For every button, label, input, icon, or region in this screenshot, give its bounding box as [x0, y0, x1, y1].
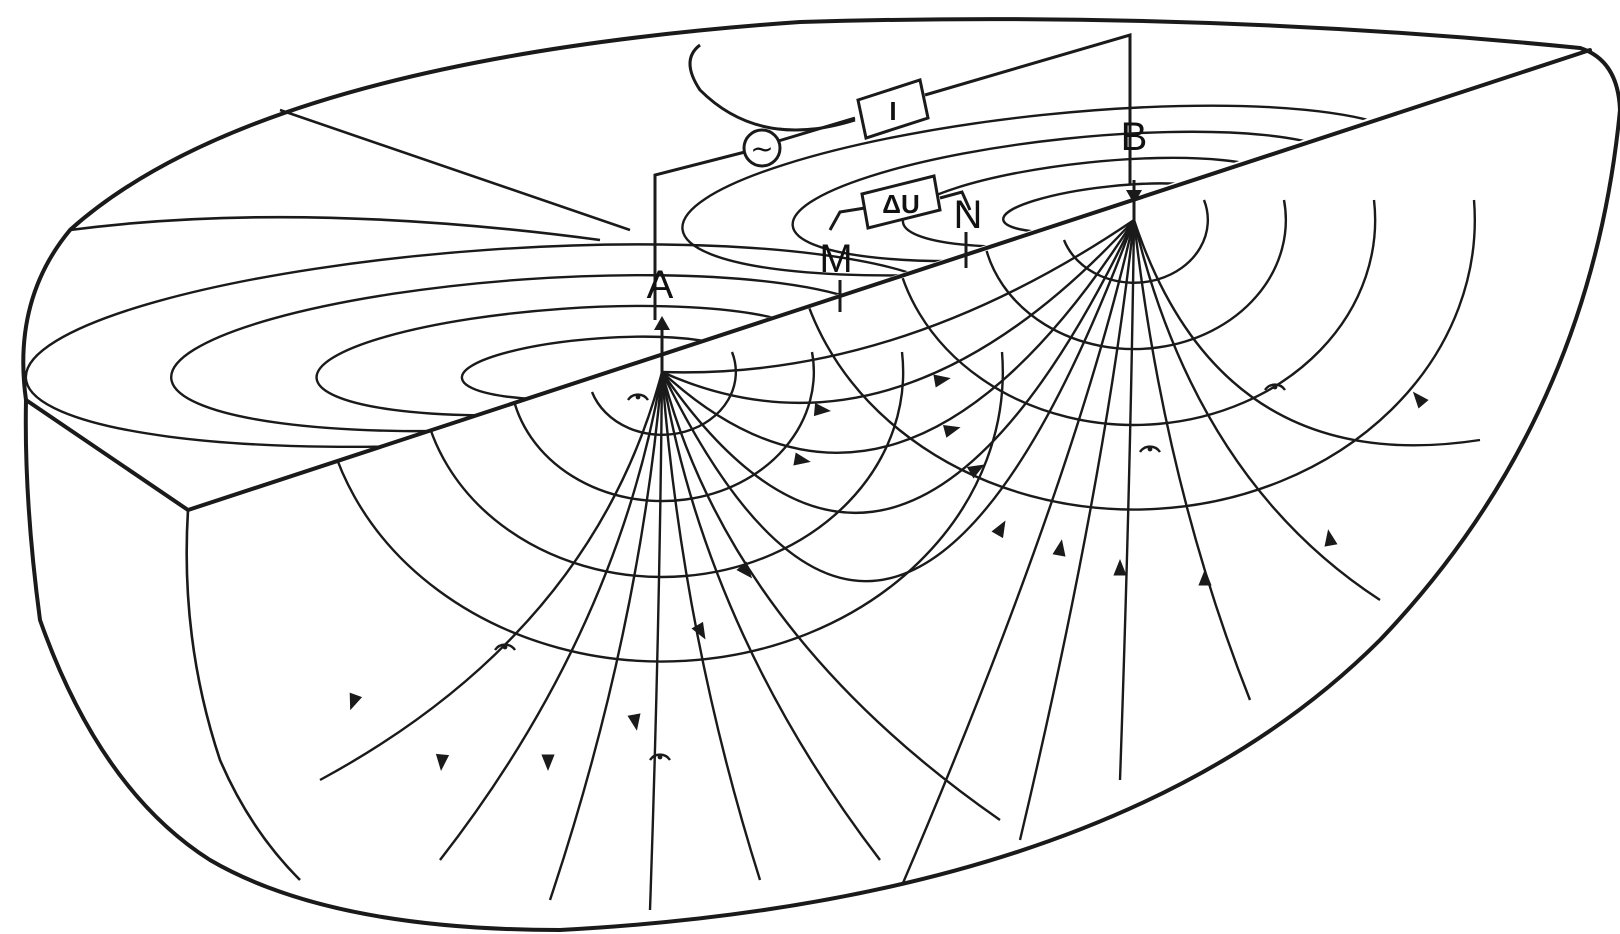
- current-arrow: [1053, 539, 1066, 556]
- current-arrow: [1198, 569, 1211, 586]
- flow-line-to-b: [900, 220, 1134, 890]
- earth-block-outline: [23, 19, 1620, 930]
- current-arrow: [943, 425, 961, 438]
- right-angle-dot: [636, 395, 641, 400]
- ammeter: I: [858, 80, 928, 138]
- flow-line-from-a: [440, 372, 662, 860]
- flow-line-to-b: [1134, 220, 1250, 700]
- voltmeter-label: ΔU: [882, 189, 919, 219]
- front-corner-edge: [26, 400, 188, 510]
- electrode-a-label: A: [647, 263, 674, 307]
- current-arrow: [1113, 559, 1126, 576]
- electrode-m-label: M: [819, 237, 852, 281]
- current-arrow: [814, 403, 831, 416]
- electrode-n-label: N: [954, 193, 983, 237]
- current-arrow: [1413, 392, 1429, 409]
- right-curved-edge: [560, 48, 1620, 930]
- source-symbol: ~: [750, 132, 773, 165]
- current-arrow: [541, 755, 554, 772]
- right-angle-dot: [1148, 447, 1153, 452]
- right-angle-dot: [1273, 385, 1278, 390]
- flow-line-to-b: [1020, 220, 1134, 840]
- left-curved-edge: [26, 400, 560, 930]
- flow-line-from-a: [662, 372, 1000, 820]
- current-arrow: [628, 713, 641, 730]
- ac-source: ~: [744, 130, 780, 166]
- current-arrow: [350, 693, 362, 711]
- ammeter-label: I: [889, 96, 896, 126]
- surface-equipotential-a: [313, 291, 819, 430]
- wire-loop: [690, 45, 855, 130]
- top-surface-line: [280, 110, 630, 230]
- current-flow-lines: [320, 220, 1480, 910]
- flow-line-from-a: [320, 372, 662, 780]
- right-angle-dot: [503, 645, 508, 650]
- surface-equipotential-lines: [19, 76, 1426, 474]
- surface-equipotential-a: [166, 254, 895, 452]
- flow-line-a-to-b: [662, 220, 1134, 581]
- electrode-b-label: B: [1121, 115, 1148, 159]
- flow-line-to-b: [1134, 220, 1380, 600]
- current-arrow: [436, 754, 449, 771]
- flow-line-from-a: [650, 372, 662, 910]
- current-arrow: [992, 521, 1006, 539]
- current-arrow: [793, 453, 810, 466]
- right-angle-dot: [658, 755, 663, 760]
- wire-m-to-voltmeter: [830, 208, 865, 230]
- flow-line-to-b: [1120, 220, 1134, 780]
- front-face-edge: [187, 510, 300, 880]
- current-direction-arrows: [350, 375, 1429, 772]
- current-arrow: [933, 375, 950, 388]
- top-surface-line-2: [70, 217, 600, 240]
- current-arrow: [1325, 529, 1338, 546]
- voltmeter: ΔU: [862, 176, 940, 228]
- flow-line-to-b: [1134, 220, 1480, 445]
